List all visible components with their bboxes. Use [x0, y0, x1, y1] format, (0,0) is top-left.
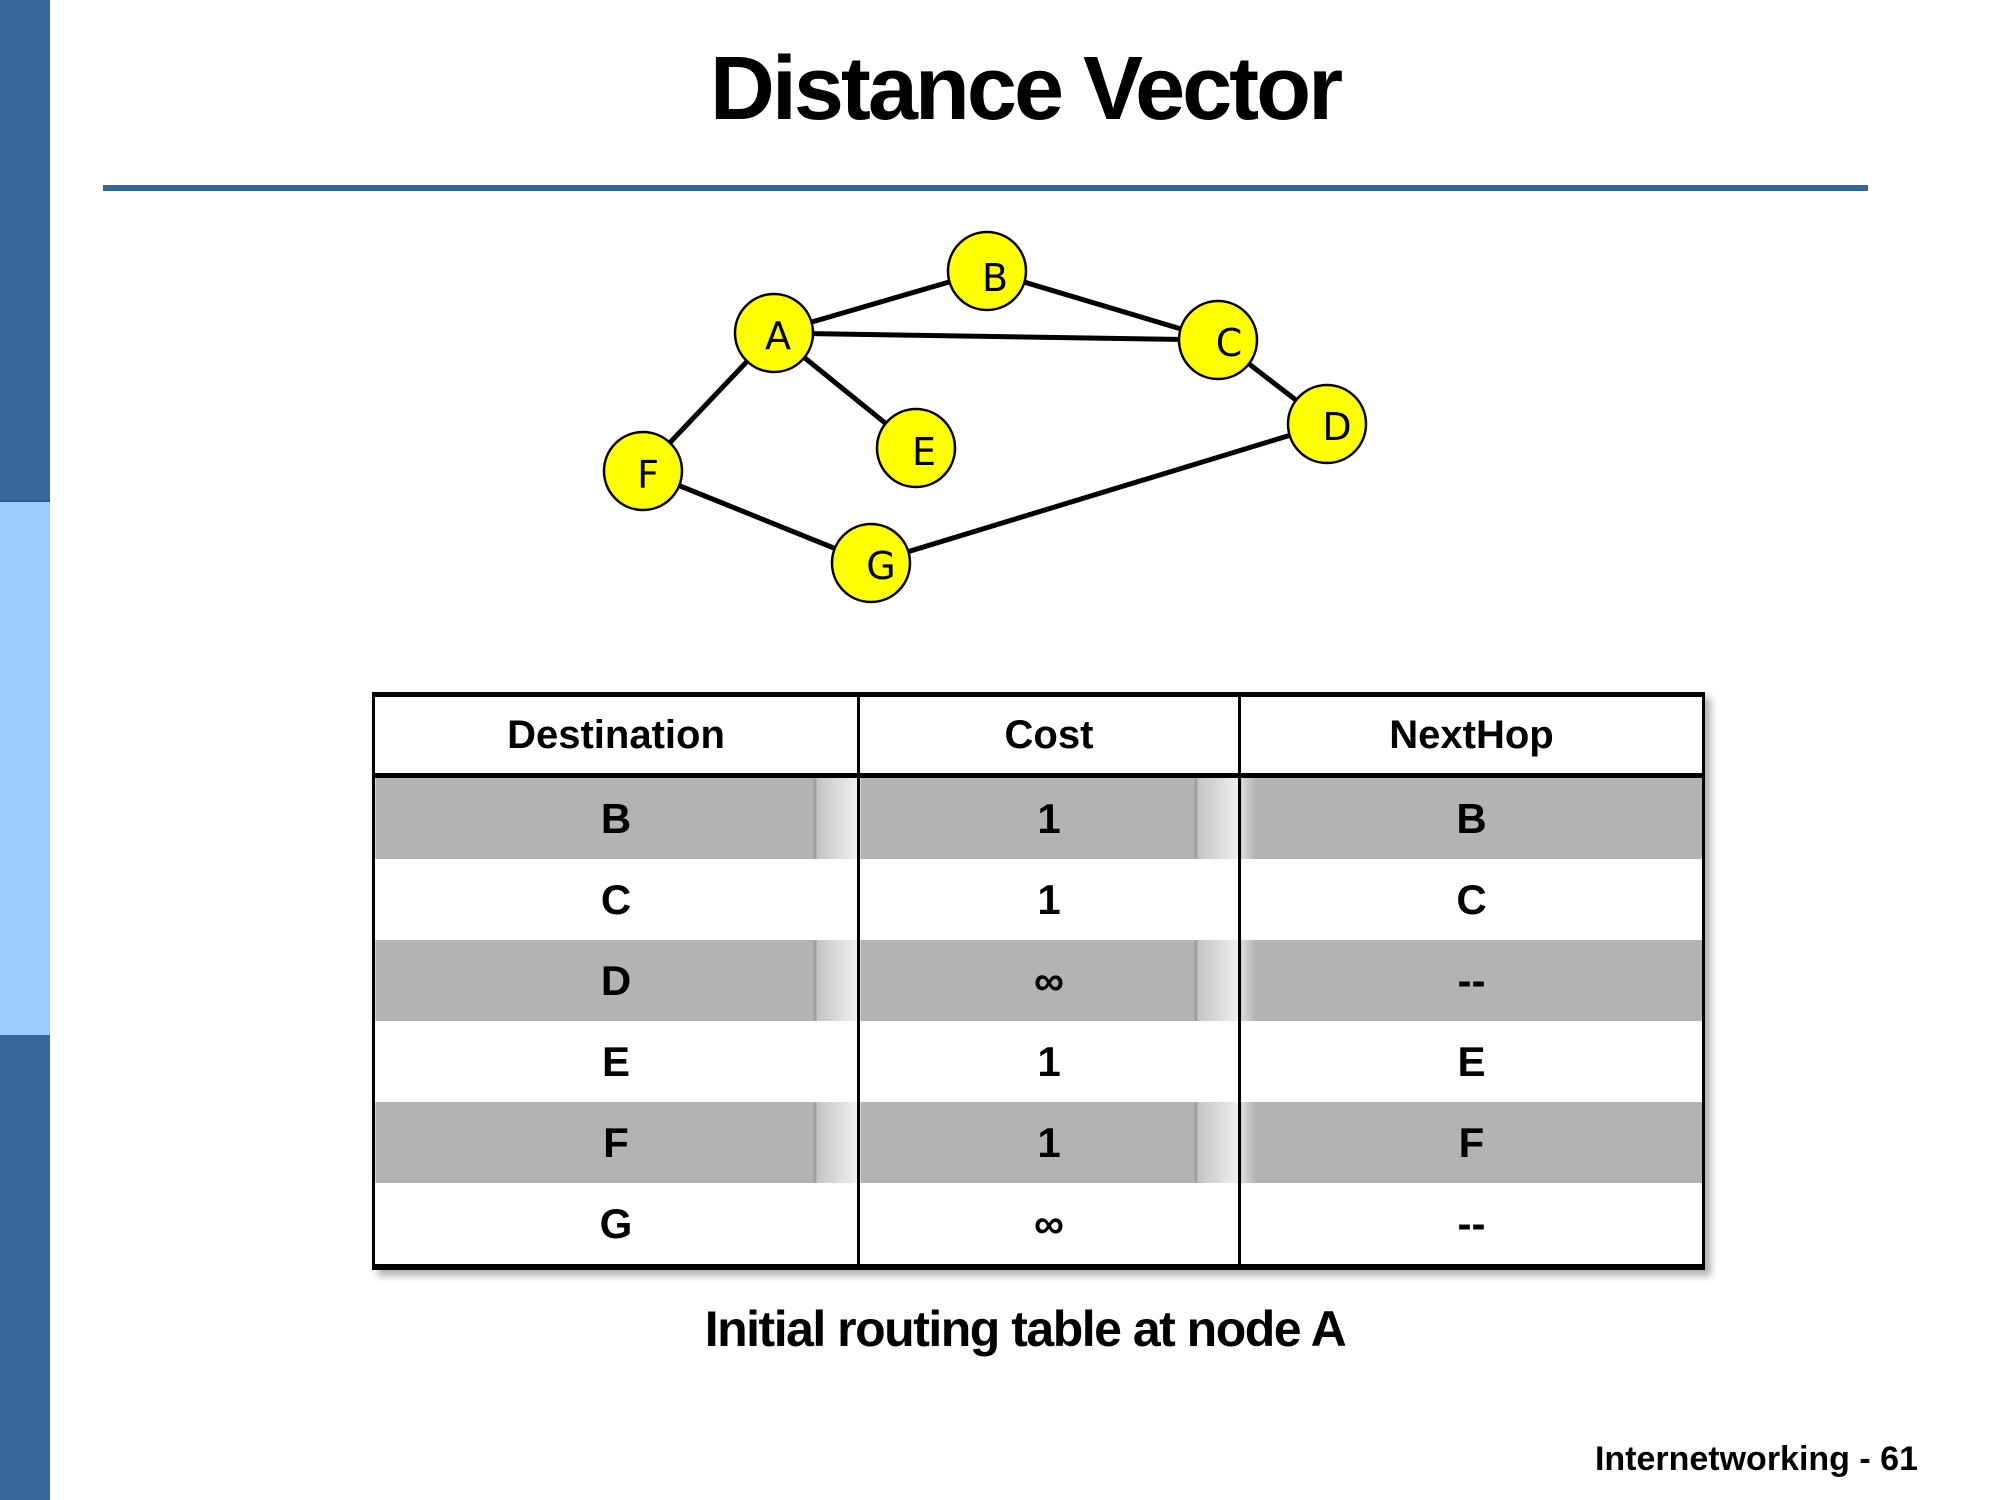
node-label-G: G [866, 544, 895, 588]
routing-table-row-D: D∞-- [373, 940, 1704, 1021]
edge-C-D [1216, 338, 1329, 426]
column-header-cost: Cost [857, 694, 1240, 778]
edge-A-B [773, 268, 988, 336]
cell-nexthop: -- [1238, 940, 1704, 1021]
cell-cost: ∞ [857, 940, 1240, 1021]
node-G [830, 522, 912, 604]
cell-cost: 1 [857, 859, 1240, 940]
edge-A-C [773, 330, 1219, 343]
cell-nexthop: -- [1238, 1183, 1704, 1267]
edge-F-G [642, 468, 872, 566]
cell-cost: 1 [857, 775, 1240, 859]
edge-A-E [772, 331, 918, 450]
table-caption: Initial routing table at node A [704, 1301, 1347, 1357]
node-F [602, 430, 684, 512]
sidebar-segment-bottom [0, 1035, 50, 1500]
cell-destination: B [373, 775, 859, 859]
cell-cost: 1 [857, 1102, 1240, 1183]
cell-destination: E [601, 1037, 630, 1085]
cell-nexthop: C [1238, 859, 1704, 940]
cell-cost: 1 [857, 1021, 1240, 1102]
slide-footer-page-label: Internetworking - 61 [1594, 1440, 1918, 1478]
node-E [875, 407, 957, 489]
column-header-destination: Destination [373, 694, 859, 778]
cell-cost: ∞ [857, 1183, 1240, 1267]
cell-destination: F [373, 1102, 859, 1183]
node-label-E: E [912, 430, 936, 474]
column-header-nexthop: NextHop [1238, 694, 1704, 778]
title-underline-rule [103, 185, 1868, 191]
sidebar-segment-middle [0, 500, 50, 1037]
node-A [733, 292, 815, 374]
edge-G-D [870, 421, 1328, 566]
edge-B-C [986, 268, 1219, 343]
sidebar-decoration [0, 0, 50, 1500]
cell-nexthop: B [1238, 775, 1704, 859]
routing-table-row-G: G ∞-- [374, 1183, 1704, 1267]
cell-nexthop: F [1238, 1102, 1704, 1183]
node-C [1177, 299, 1259, 381]
cell-destination: D [373, 940, 859, 1021]
node-label-A: A [765, 314, 791, 358]
node-label-F: F [637, 453, 659, 497]
slide-title: Distance Vector [709, 39, 1343, 139]
node-B [946, 230, 1028, 312]
cell-nexthop: E [1238, 1021, 1704, 1102]
cell-destination: G [599, 1199, 633, 1247]
cell-destination: C [600, 875, 632, 923]
node-label-D: D [1322, 405, 1351, 449]
node-label-C: C [1216, 321, 1243, 365]
sidebar-segment-top [0, 0, 50, 500]
edge-A-F [641, 331, 776, 473]
node-D [1286, 383, 1368, 465]
node-label-B: B [982, 256, 1008, 300]
